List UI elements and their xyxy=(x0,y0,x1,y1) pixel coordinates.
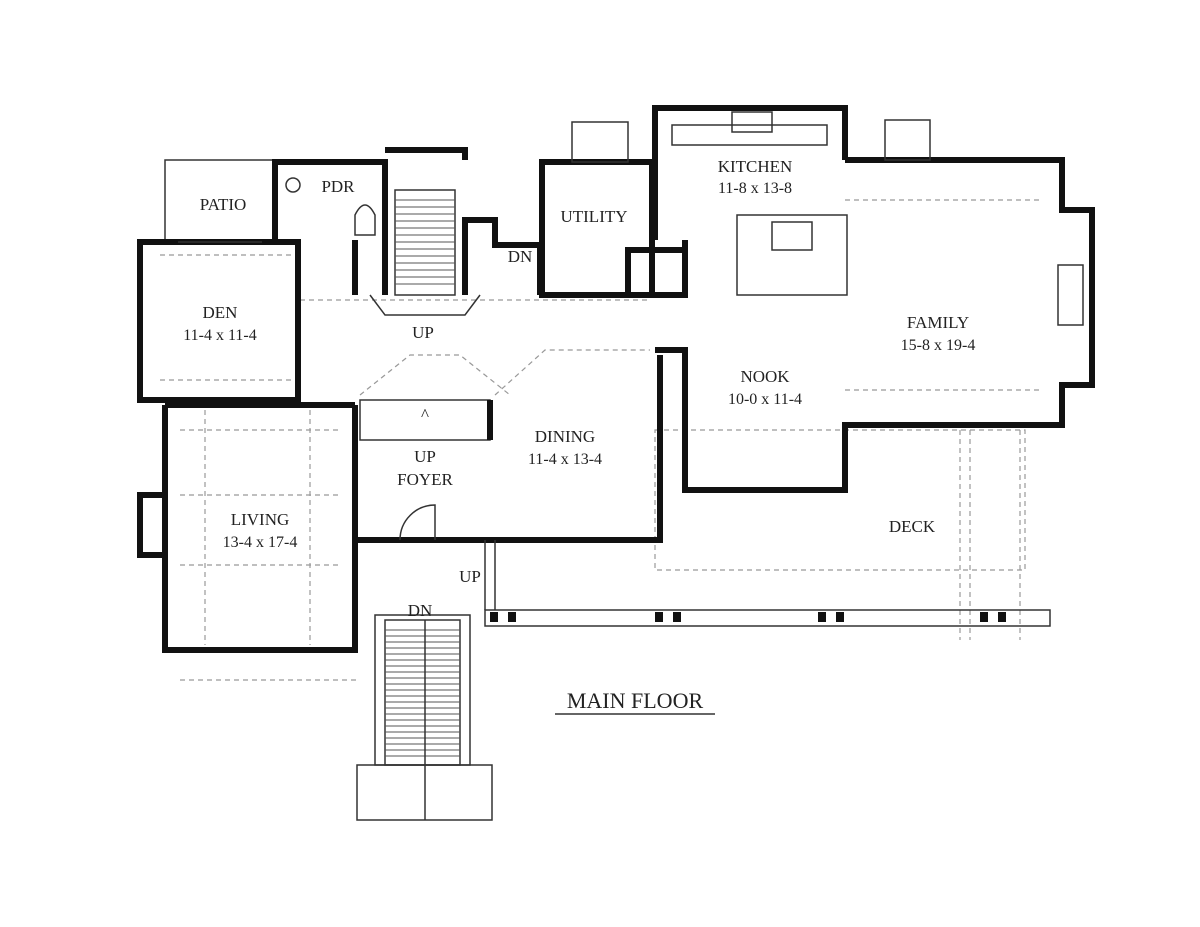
family-size: 15-8 x 19-4 xyxy=(901,337,976,354)
foyer-dining-walls xyxy=(352,355,663,543)
svg-text:^: ^ xyxy=(421,405,429,424)
dashed-lines xyxy=(160,199,1040,681)
deck-label: DECK xyxy=(889,517,936,536)
den-size: 11-4 x 11-4 xyxy=(183,327,256,344)
kitchen-label: KITCHEN xyxy=(718,157,793,176)
fireplace xyxy=(137,492,168,558)
pdr-label: PDR xyxy=(321,177,355,196)
utility-label: UTILITY xyxy=(560,207,627,226)
kitchen-island xyxy=(736,214,848,296)
main-stair xyxy=(369,147,481,316)
front-stair-dn-label: DN xyxy=(408,601,433,620)
living-label: LIVING xyxy=(231,510,290,529)
utility-walls xyxy=(539,159,655,298)
foyer-door xyxy=(399,504,436,541)
kitchen-walls xyxy=(652,105,848,240)
family-label: FAMILY xyxy=(907,313,969,332)
nook-label: NOOK xyxy=(740,367,790,386)
toilet-icon xyxy=(285,177,301,193)
plan-title: MAIN FLOOR xyxy=(567,688,704,713)
den-label: DEN xyxy=(203,303,238,322)
down-stair-label: DN xyxy=(508,247,533,266)
living-size: 13-4 x 17-4 xyxy=(223,534,298,551)
main-stair-up-label: UP xyxy=(412,323,434,342)
kitchen-size: 11-8 x 13-8 xyxy=(718,180,792,197)
patio-label: PATIO xyxy=(200,195,247,214)
porch-up-label: UP xyxy=(459,567,481,586)
dining-label: DINING xyxy=(535,427,595,446)
foyer-label: FOYER xyxy=(397,470,453,489)
foyer-up-label: UP xyxy=(414,447,436,466)
pdr-walls xyxy=(272,159,388,295)
cooktop-icon xyxy=(771,221,813,251)
family-walls xyxy=(655,157,1095,493)
dining-size: 11-4 x 13-4 xyxy=(528,451,602,468)
front-stair xyxy=(356,614,493,821)
sink-icon xyxy=(354,204,376,236)
nook-size: 10-0 x 11-4 xyxy=(728,391,802,408)
porch-rail xyxy=(484,540,1051,627)
